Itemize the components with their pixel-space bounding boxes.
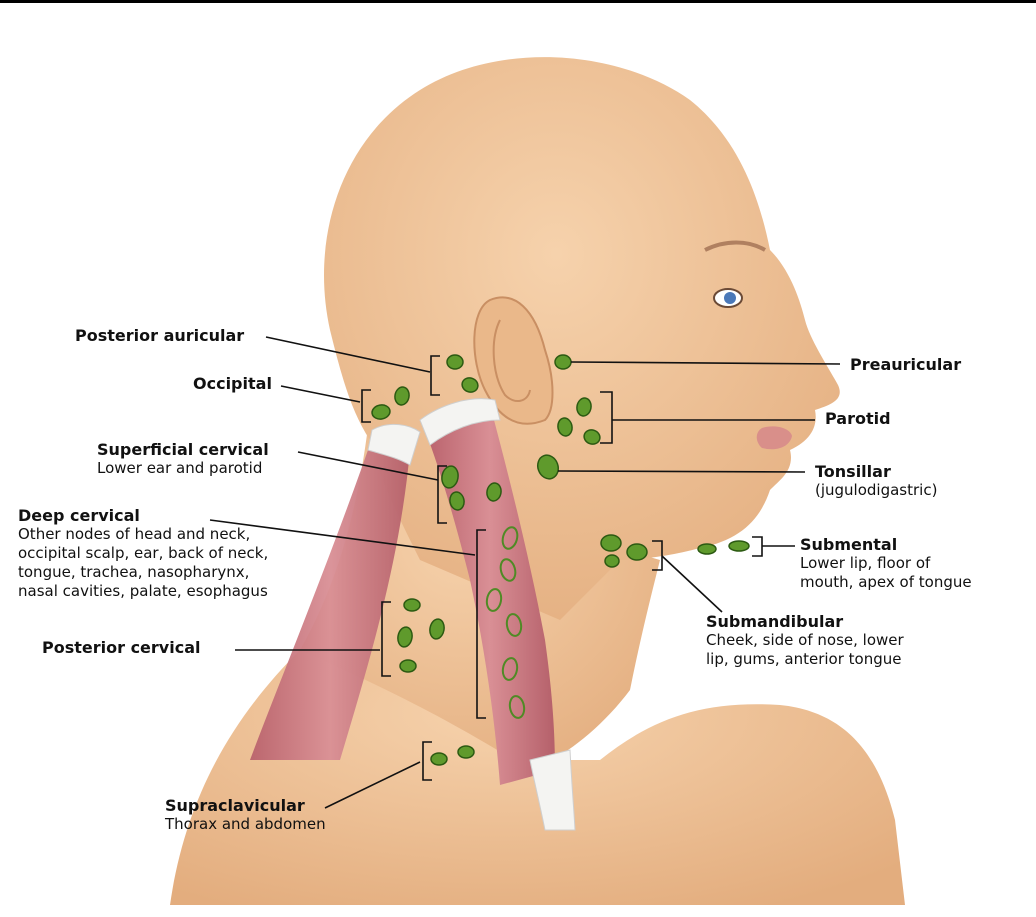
ear (473, 296, 554, 425)
lymph-node (446, 354, 464, 370)
leader-line (652, 540, 663, 571)
lymph-node (486, 482, 502, 502)
label-desc: (jugulodigastric) (815, 481, 938, 499)
leader-line (752, 536, 763, 557)
lymph-node (403, 598, 421, 612)
label-deep-cervical: Deep cervical Other nodes of head and ne… (18, 506, 268, 601)
label-title: Posterior cervical (42, 638, 201, 657)
lymph-node (449, 491, 465, 511)
deep-lymph-node (501, 526, 519, 550)
label-parotid: Parotid (825, 409, 891, 428)
trapezius-tendon (367, 423, 421, 466)
sternocleidomastoid-tendon-bottom (529, 749, 576, 831)
label-desc: lip, gums, anterior tongue (706, 650, 902, 668)
label-title: Tonsillar (815, 462, 891, 481)
deep-lymph-node (485, 588, 503, 612)
label-tonsillar: Tonsillar (jugulodigastric) (815, 462, 937, 500)
label-title: Superficial cervical (97, 440, 269, 459)
label-superficial-cervical: Superficial cervical Lower ear and parot… (97, 440, 269, 478)
sternocleidomastoid-tendon-top (419, 398, 501, 446)
label-desc: nasal cavities, palate, esophagus (18, 582, 268, 600)
leader-line (324, 761, 421, 809)
lymph-node (728, 540, 750, 552)
label-title: Submandibular (706, 612, 844, 631)
lymph-node (397, 626, 413, 648)
leader-line (557, 470, 806, 473)
lymph-node (430, 752, 448, 766)
label-desc: Lower lip, floor of (800, 554, 931, 572)
label-title: Deep cervical (18, 506, 140, 525)
label-title: Submental (800, 535, 898, 554)
label-desc: occipital scalp, ear, back of neck, (18, 544, 269, 562)
leader-line (297, 451, 439, 481)
lymph-node (457, 745, 475, 759)
label-title: Parotid (825, 409, 891, 428)
lymph-node (429, 618, 445, 640)
label-preauricular: Preauricular (850, 355, 961, 374)
label-title: Preauricular (850, 355, 962, 374)
label-desc: Thorax and abdomen (165, 815, 326, 833)
eyebrow (704, 240, 767, 252)
leader-line (600, 391, 613, 444)
deep-lymph-node (499, 558, 517, 582)
lymph-node (461, 377, 479, 393)
trapezius-muscle (250, 430, 410, 760)
label-desc: Other nodes of head and neck, (18, 525, 251, 543)
leader-line (661, 555, 723, 613)
lips (756, 426, 792, 450)
leader-line (280, 385, 361, 403)
label-supraclavicular: Supraclavicular Thorax and abdomen (165, 796, 326, 834)
label-submandibular: Submandibular Cheek, side of nose, lower… (706, 612, 904, 669)
deep-lymph-node (508, 695, 526, 719)
lymph-node (536, 454, 560, 480)
lymph-node (697, 543, 717, 555)
top-border (0, 0, 1036, 3)
leader-line (476, 529, 486, 719)
lymph-node (626, 543, 648, 561)
label-desc: tongue, trachea, nasopharynx, (18, 563, 250, 581)
lymph-node (576, 397, 592, 417)
lymph-node (604, 554, 620, 568)
label-desc: mouth, apex of tongue (800, 573, 972, 591)
label-title: Supraclavicular (165, 796, 305, 815)
label-submental: Submental Lower lip, floor of mouth, ape… (800, 535, 972, 592)
leader-line (265, 336, 431, 373)
leader-line (437, 465, 447, 524)
leader-line (422, 741, 432, 781)
lymph-node (554, 354, 572, 370)
label-posterior-cervical: Posterior cervical (42, 638, 200, 657)
label-occipital: Occipital (193, 374, 272, 393)
lymph-node (583, 429, 601, 445)
leader-line (381, 601, 391, 677)
label-title: Occipital (193, 374, 272, 393)
lymph-node (557, 417, 573, 437)
leader-line (570, 361, 841, 365)
lymph-node (371, 404, 391, 420)
leader-line (430, 355, 440, 396)
lymph-node (441, 465, 459, 489)
label-desc: Lower ear and parotid (97, 459, 263, 477)
label-desc: Cheek, side of nose, lower (706, 631, 904, 649)
lymph-node (399, 659, 417, 673)
label-posterior-auricular: Posterior auricular (75, 326, 244, 345)
deep-lymph-node (501, 657, 519, 681)
lymph-node (394, 386, 410, 406)
lymph-node (600, 534, 622, 552)
label-title: Posterior auricular (75, 326, 245, 345)
leader-line (209, 519, 476, 556)
leader-line (361, 389, 371, 423)
deep-lymph-node (505, 613, 523, 637)
